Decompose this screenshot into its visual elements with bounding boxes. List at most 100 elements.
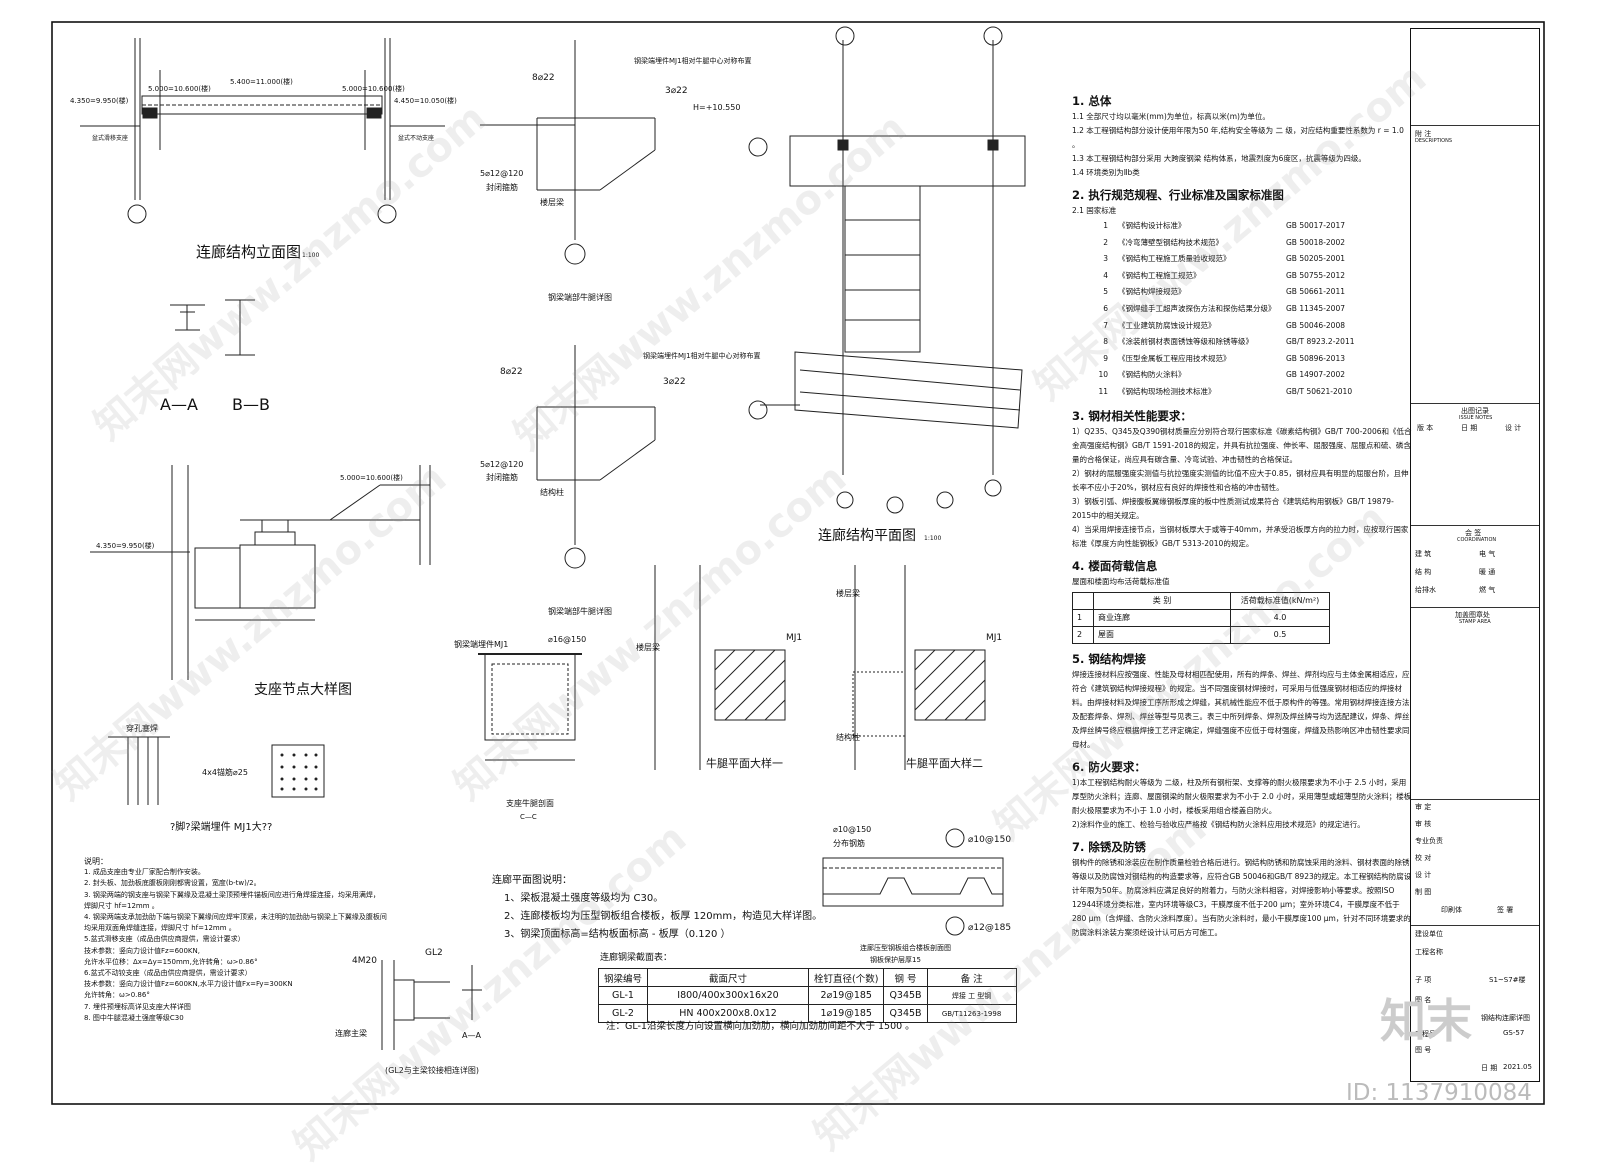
- notes-mid-line: 3、钢梁顶面标高=结构板面标高 - 板厚（0.120 ）: [504, 929, 731, 940]
- deck-r2: ⌀12@185: [968, 923, 1011, 933]
- bearing-title: 支座节点大样图: [254, 682, 352, 698]
- elevation-drawing: [80, 38, 445, 224]
- std-code: GB 50017-2017: [1286, 221, 1345, 230]
- beam-cell: GL-1: [597, 986, 649, 1005]
- std-no: 6: [1103, 303, 1108, 313]
- deck-title: 连廊压型钢板组合楼板剖面图: [860, 943, 951, 952]
- mj1-label: 钢梁端埋件MJ1: [454, 639, 508, 649]
- std-no: 3: [1103, 254, 1108, 264]
- tb-issue: [1411, 403, 1539, 404]
- corbel-b-note: 钢梁端埋件MJ1相对牛腿中心对称布置: [643, 351, 761, 360]
- beam-table-header: 钢梁编号 截面尺寸 栓钉直径(个数) 钢 号 备 注: [597, 968, 1017, 987]
- elev-label-l2: 5.000=10.600(楼): [148, 84, 211, 93]
- notes-mid-line: 1、梁板混凝土强度等级均为 C30。: [504, 893, 664, 904]
- s1-item: 1.4 环境类别为Ⅱb类: [1072, 168, 1140, 177]
- list-item: 1《钢结构设计标准》GB 50017-2017: [1072, 218, 1412, 235]
- notes-mid: 连廊平面图说明： 1、梁板混凝土强度等级均为 C30。 2、连廊楼板均为压型钢板…: [492, 872, 822, 944]
- std-code: GB 11345-2007: [1286, 303, 1345, 313]
- s1-item: 1.2 本工程钢结构部分设计使用年限为50 年,结构安全等级为 二 级，对应结构…: [1072, 126, 1404, 149]
- support-title: 支座牛腿剖面: [506, 798, 554, 808]
- notes-left-line: 4. 钢梁两端支承加劲肋下端与钢梁下翼缘间应焊牢顶紧，未注明的加劲肋与钢梁上下翼…: [84, 913, 387, 922]
- tb-date-label: 日 期: [1481, 1064, 1498, 1072]
- tb-client: 建设单位: [1415, 930, 1443, 938]
- plan2-col: 结构柱: [836, 732, 860, 742]
- tb-cosign-en: COORDINATION: [1457, 537, 1497, 543]
- notes-mid-line: 2、连廊楼板均为压型钢板组合楼板，板厚 120mm，构造见大样详图。: [504, 911, 823, 922]
- list-item: 9《压型金属板工程应用技术规范》GB 50896-2013: [1072, 351, 1412, 368]
- corbel-a-seal: 封闭箍筋: [486, 182, 518, 192]
- std-name: 《工业建筑防腐蚀设计规范》: [1118, 320, 1216, 330]
- tb-arch: 建 筑: [1415, 550, 1432, 558]
- deck-section: [822, 828, 1004, 936]
- tb-design: 设 计: [1505, 424, 1522, 432]
- embed-detail: [108, 736, 325, 805]
- elev-span: 5.400=11.000(楼): [230, 77, 293, 86]
- deck-dist: 分布钢筋: [833, 838, 865, 848]
- corbel-a-floor: 楼层梁: [540, 197, 564, 207]
- s2-sub: 2.1 国家标准: [1072, 206, 1117, 215]
- corbel-a-title: 钢梁端部牛腿详图: [548, 292, 612, 302]
- std-name: 《钢结构工程施工质量验收规范》: [1118, 254, 1231, 264]
- tb-sheet-val: GS-57: [1503, 1029, 1525, 1037]
- plan2-floor: 楼层梁: [836, 588, 860, 598]
- fixed-l: 盆式滑移支座: [92, 134, 128, 142]
- tb-subitem-val: S1~S7#楼: [1489, 976, 1526, 984]
- embed-dots: [280, 753, 318, 791]
- std-code: GB 50018-2002: [1286, 237, 1345, 247]
- notes-left-line: 3. 钢梁两端的钢支座与钢梁下翼缘及混凝土梁顶预埋件锚板间应进行角焊接连接，均采…: [84, 890, 380, 899]
- std-code: GB/T 50621-2010: [1286, 386, 1353, 396]
- s3-para: 2）钢材的屈服强度实测值与抗拉强度实测值的比值不应大于0.85，钢材应具有明显的…: [1072, 468, 1409, 492]
- std-no: 2: [1103, 237, 1108, 247]
- section-7-heading: 7. 除锈及防锈: [1072, 839, 1146, 854]
- plan-drawing: [748, 26, 1026, 514]
- section-aa-bb: [170, 299, 255, 356]
- list-item: 5《钢结构焊接规范》GB 50661-2011: [1072, 284, 1412, 301]
- elev-label-r: 4.450=10.050(楼): [394, 96, 457, 105]
- beam-cell: 1⌀19@185: [808, 1004, 885, 1023]
- gl2-main: 连廊主梁: [335, 1028, 367, 1038]
- bearing-lvl: 4.350=9.950(楼): [96, 541, 155, 550]
- plan2-title: 牛腿平面大样二: [906, 756, 983, 770]
- tb-print: 印刷体: [1441, 906, 1462, 914]
- beam-table: 钢梁编号 截面尺寸 栓钉直径(个数) 钢 号 备 注 GL-1 Ⅰ800/400…: [597, 968, 1017, 1023]
- tb-approve: 审 定: [1415, 803, 1432, 811]
- tb-designer: 设 计: [1415, 871, 1432, 879]
- corbel-a-3: 3⌀22: [665, 86, 688, 96]
- notes-left-line: 6.盆式不动铰支座（成品由供应商提供，需设计要求）: [84, 969, 252, 978]
- tb-subitem: 子 项: [1415, 976, 1432, 984]
- std-code: GB 50896-2013: [1286, 353, 1345, 363]
- tb-date-val: 2021.05: [1503, 1063, 1532, 1071]
- tb-hvac: 暖 通: [1479, 568, 1496, 576]
- std-no: 4: [1103, 270, 1108, 280]
- gl2-bolt: 4M20: [352, 956, 377, 966]
- s1-item: 1.1 全部尺寸均以毫米(mm)为单位，标高以米(m)为单位。: [1072, 112, 1270, 121]
- embed-note: ?脚?梁端埋件 MJ1大??: [170, 820, 272, 833]
- tb-job: 工程号: [1415, 1030, 1436, 1038]
- load-cell: 屋面: [1093, 625, 1231, 644]
- notes-left-title: 说明：: [84, 857, 108, 866]
- notes-left-line: 7. 埋件预埋标高详见支座大样详图: [84, 1002, 191, 1011]
- std-name: 《钢结构工程施工规范》: [1118, 270, 1201, 280]
- brand-logo: 知末: [1380, 994, 1472, 1048]
- tb-notes-label: 附 注: [1415, 130, 1432, 138]
- std-no: 5: [1103, 287, 1108, 297]
- gl2-label: GL2: [425, 948, 443, 958]
- std-name: 《冷弯薄壁型钢结构技术规范》: [1118, 237, 1223, 247]
- corbel-a-8: 8⌀22: [532, 73, 555, 83]
- list-item: 10《钢结构防火涂料》GB 14907-2002: [1072, 367, 1412, 384]
- anchor-label: 4x4锚筋⌀25: [202, 767, 248, 777]
- std-no: 7: [1103, 320, 1108, 330]
- table-row: 2 屋面 0.5: [1072, 625, 1330, 644]
- tb-version: 版 本: [1417, 424, 1434, 432]
- notes-left-line: 2. 封头板、加劲板底腹板刚刚都需设置，宽度(b-tw)/2。: [84, 879, 261, 888]
- list-item: 4《钢结构工程施工规范》GB 50755-2012: [1072, 268, 1412, 285]
- load-col: 类 别: [1093, 591, 1231, 610]
- section-1-heading: 1. 总体: [1072, 94, 1112, 108]
- stud-spacing: ⌀16@150: [548, 635, 586, 644]
- notes-left-line: 技术参数：竖向力设计值Fz=600KN,水平力设计值Fx=Fy=300KN: [84, 980, 293, 989]
- notes-left-line: 均采用双面角焊缝连接，焊脚尺寸 hf=12mm 。: [84, 924, 236, 933]
- plan-title: 连廊结构平面图: [818, 527, 916, 544]
- notes-left-line: 5.盆式滑移支座（成品由供应商提供，需设计要求）: [84, 935, 245, 944]
- beam-col-stud: 栓钉直径(个数): [808, 968, 885, 987]
- beam-cell: Q345B: [883, 986, 928, 1005]
